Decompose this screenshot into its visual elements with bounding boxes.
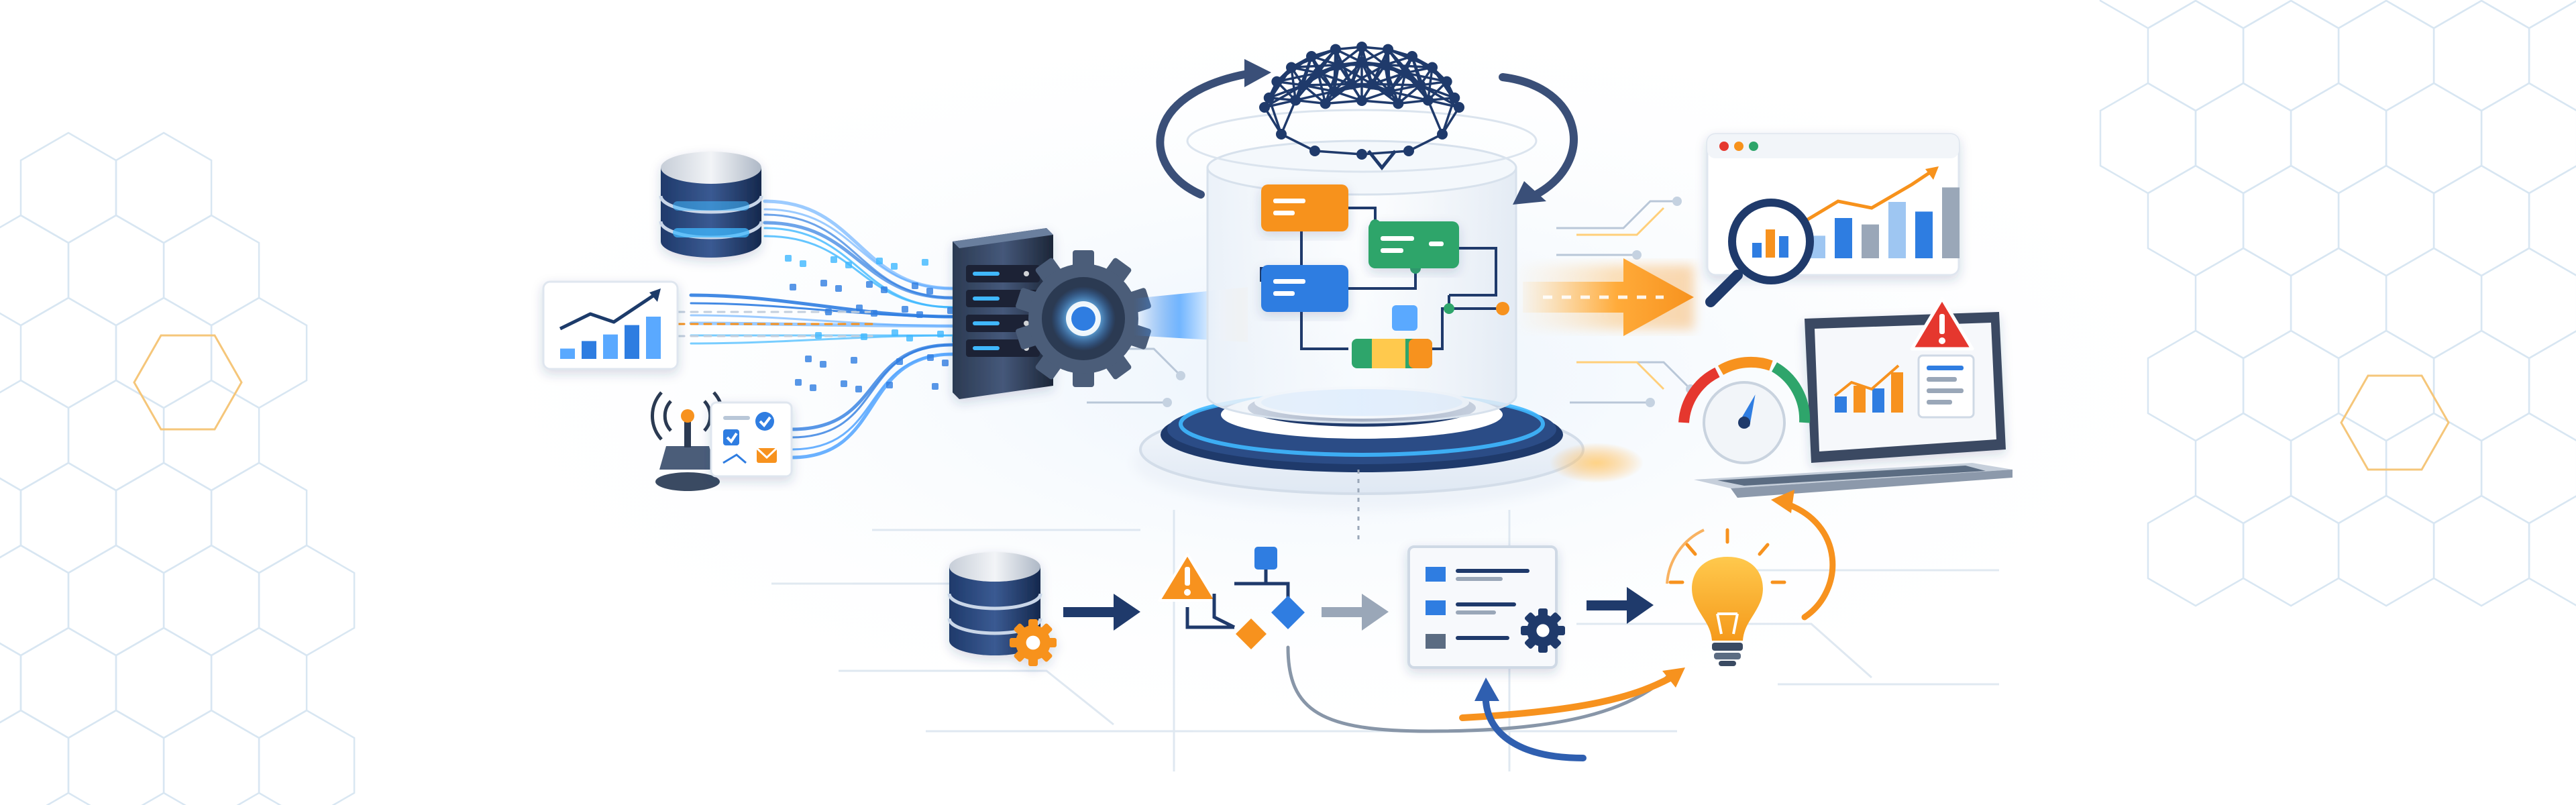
warning-decision-icon	[1158, 547, 1305, 649]
chart-bar	[1835, 218, 1852, 258]
checklist-gear-icon	[1407, 545, 1565, 669]
cycle-arrow-head-left	[1244, 59, 1271, 87]
hexagon-accent-right	[2340, 374, 2450, 471]
feedback-arrow-head-blue	[1474, 678, 1499, 701]
chart-bar	[625, 325, 639, 359]
lightbulb-icon	[1666, 490, 1836, 666]
feedback-arrow-head-orange	[1662, 667, 1685, 688]
cycle-arrows	[1156, 70, 1578, 199]
trend-chart-icon	[542, 280, 679, 370]
hexagon-pattern-right	[2099, 0, 2576, 607]
database-gear-icon	[947, 552, 1057, 666]
chart-bar	[1888, 202, 1906, 258]
gear-icon	[1016, 250, 1151, 387]
neural-brain-icon	[1259, 42, 1464, 171]
chart-bar	[1891, 372, 1903, 413]
data-particles	[785, 255, 959, 392]
cycle-arrow-head-right	[1513, 181, 1546, 205]
hexagon-accent-left	[133, 334, 243, 431]
chart-bar	[603, 334, 618, 359]
hexagon-pattern-left	[0, 131, 356, 805]
workflow-cards-icon	[1260, 184, 1509, 368]
gauge-icon	[1678, 356, 1811, 464]
flow-arrow-3	[1587, 587, 1654, 624]
laptop-icon	[1694, 312, 2012, 498]
chart-bar	[1835, 396, 1847, 413]
circuit-nodes	[1163, 197, 1695, 407]
flow-arrow-2	[1322, 594, 1389, 631]
database-icon	[659, 152, 763, 258]
flow-arrow-1	[1063, 594, 1140, 631]
alert-triangle-icon	[1910, 297, 1974, 351]
iot-sensor-icon	[651, 391, 793, 491]
chart-bar	[1854, 386, 1866, 413]
chart-bar	[560, 348, 575, 359]
magnifier-icon	[1705, 199, 1814, 307]
chart-bar	[582, 341, 596, 359]
chart-bar	[646, 317, 661, 359]
data-streams	[676, 199, 955, 460]
output-arrow-icon	[1519, 207, 1694, 390]
chart-bar	[1862, 224, 1879, 258]
feedback-loop	[1286, 645, 1680, 761]
chart-bar	[1872, 388, 1884, 413]
chart-bar	[1942, 187, 1960, 258]
chart-bar	[1915, 211, 1933, 258]
